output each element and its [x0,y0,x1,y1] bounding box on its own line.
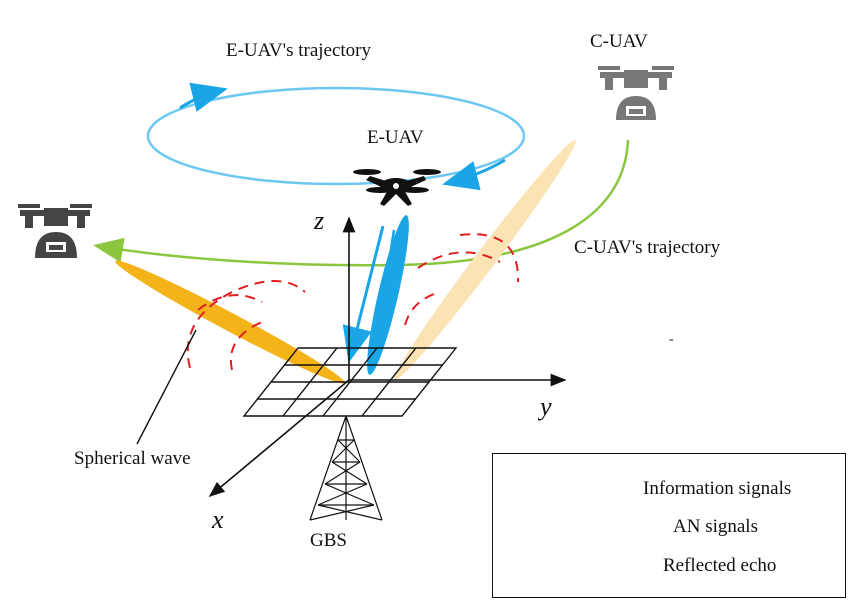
e-uav-trajectory-label: E-UAV's trajectory [226,40,372,61]
ground-grid [242,347,458,417]
gbs-tower [309,415,383,521]
legend-box: Information signals AN signals Reflected… [492,453,846,598]
spherical-wave-pointer [136,329,197,445]
spherical-wave-arcs [186,233,520,371]
c-uav-drone-left-icon [18,204,92,258]
e-uav-trajectory-arrow-lower [442,158,506,191]
x-axis-label: x [212,505,224,534]
z-axis-label: z [314,206,325,235]
an-signal-beam [367,215,409,375]
c-uav-trajectory-label: C-UAV's trajectory [574,237,721,258]
legend-item-information: Information signals [493,470,845,510]
c-uav-label: C-UAV [590,31,648,52]
c-uav-beam [394,140,576,380]
reflected-echo-arrow-1 [342,225,385,363]
reflected-echo-arrow-2 [370,229,396,369]
c-uav-drone-icon [598,66,674,120]
e-uav-drone-icon [353,169,441,206]
stray-dash-mark: - [669,332,674,347]
c-uav-trajectory-arc [93,139,630,267]
spherical-wave-label: Spherical wave [74,448,191,469]
gbs-label: GBS [310,530,347,551]
legend-echo-label: Reflected echo [663,555,777,576]
y-axis-label: y [540,392,552,421]
e-uav-trajectory-arrow [179,82,228,112]
legend-an-label: AN signals [673,516,758,537]
e-uav-trajectory-ellipse [146,86,526,186]
information-signal-beam [115,260,345,384]
e-uav-label: E-UAV [367,127,424,148]
legend-item-echo: Reflected echo [493,547,845,587]
legend-item-an: AN signals [493,508,845,548]
x-axis [208,379,350,498]
legend-information-label: Information signals [643,478,792,499]
